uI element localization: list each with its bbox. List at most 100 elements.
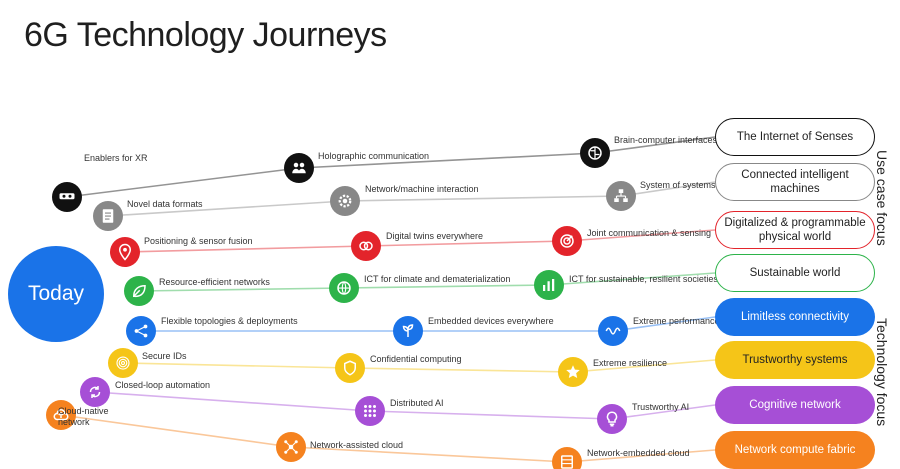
journey-connector	[349, 367, 574, 373]
loop-icon	[89, 386, 101, 398]
goal-pill: The Internet of Senses	[715, 118, 875, 156]
journey-node	[534, 270, 564, 300]
journey-connector	[124, 245, 367, 253]
globe-icon	[337, 281, 351, 295]
journey-node	[284, 153, 314, 183]
journey-node	[580, 138, 610, 168]
journey-connector	[594, 136, 716, 154]
journey-connector	[548, 272, 716, 286]
goal-pill: Connected intelligent machines	[715, 163, 875, 201]
hierarchy-icon	[614, 189, 628, 202]
journey-node-label: Secure IDs	[142, 351, 187, 361]
journey-node	[80, 377, 110, 407]
journey-connector	[66, 167, 300, 198]
journey-node-label: Flexible topologies & deployments	[161, 316, 298, 326]
journey-connector	[122, 362, 351, 369]
today-circle: Today	[8, 246, 104, 342]
journey-node	[558, 357, 588, 387]
goal-pill: Trustworthy systems	[715, 341, 875, 379]
document-icon	[102, 209, 114, 223]
journey-node	[52, 182, 82, 212]
journey-node	[552, 226, 582, 256]
journey-connector	[566, 449, 716, 463]
journey-connector	[572, 359, 716, 373]
page-title: 6G Technology Journeys	[24, 16, 387, 54]
journey-node-label: Network/machine interaction	[365, 184, 479, 194]
journey-connector	[620, 181, 716, 197]
journey-node	[329, 273, 359, 303]
journey-connector	[60, 414, 292, 448]
journey-node	[393, 316, 423, 346]
journey-node-label: Resource-efficient networks	[159, 277, 270, 287]
journey-node	[126, 316, 156, 346]
technology-focus-label: Technology focus	[874, 318, 890, 427]
journey-node-label: Novel data formats	[127, 199, 203, 209]
shield-icon	[344, 360, 356, 376]
lightbulb-icon	[606, 411, 618, 427]
fingerprint-icon	[116, 356, 130, 370]
journey-node	[330, 186, 360, 216]
journey-node	[93, 201, 123, 231]
people-icon	[292, 162, 306, 174]
journey-node-label: Digital twins everywhere	[386, 231, 484, 241]
journey-connector	[566, 229, 716, 242]
vr-goggles-icon	[59, 193, 75, 200]
goal-pill: Digitalized & programmable physical worl…	[715, 211, 875, 249]
grid-icon	[364, 405, 376, 417]
journey-connector	[365, 240, 568, 247]
journey-node	[335, 353, 365, 383]
journey-node-label: Network-embedded cloud	[587, 448, 690, 458]
wave-icon	[605, 327, 621, 335]
journey-node-label: Brain-computer interfaces	[614, 135, 718, 145]
journey-connector	[107, 200, 346, 217]
journey-node-label: Extreme resilience	[593, 358, 668, 368]
brain-icon	[588, 146, 602, 160]
journey-connector	[612, 316, 716, 332]
journey-node-label: Holographic communication	[318, 151, 430, 161]
journey-node-label: Trustworthy AI	[632, 402, 690, 412]
location-pin-icon	[118, 243, 132, 261]
journey-connector	[344, 195, 622, 202]
journey-node-label: Distributed AI	[390, 398, 444, 408]
goal-pill: Limitless connectivity	[715, 298, 875, 336]
journey-node-label: System of systems	[640, 180, 716, 190]
star-icon	[566, 365, 580, 378]
journey-node	[46, 400, 76, 430]
journey-connector	[611, 404, 716, 420]
journey-node-label: Confidential computing	[370, 354, 462, 364]
journey-connector	[369, 410, 613, 420]
goal-pill: Sustainable world	[715, 254, 875, 292]
journey-connector	[298, 152, 596, 169]
journey-node	[355, 396, 385, 426]
journey-node-label: Network-assisted cloud	[310, 440, 404, 450]
server-icon	[561, 455, 573, 469]
journey-node	[552, 447, 582, 469]
network-icon	[134, 324, 148, 338]
journey-node-label: Cloud-native network	[58, 406, 109, 427]
journey-node	[598, 316, 628, 346]
journey-connector	[138, 287, 345, 292]
journey-node-label: Enablers for XR	[84, 153, 148, 163]
cloud-upload-icon	[53, 409, 69, 421]
journey-node	[606, 181, 636, 211]
twin-icon	[359, 241, 373, 251]
journey-node-label: ICT for climate and dematerialization	[364, 274, 511, 284]
nodes-icon	[284, 440, 298, 454]
journey-connector	[94, 391, 371, 412]
radar-icon	[560, 234, 574, 248]
goal-pill: Cognitive network	[715, 386, 875, 424]
journey-node	[351, 231, 381, 261]
journey-node	[110, 237, 140, 267]
journey-connector	[343, 284, 550, 289]
journey-node-label: Positioning & sensor fusion	[144, 236, 253, 246]
goal-pill: Network compute fabric	[715, 431, 875, 469]
journey-node-label: Joint communication & sensing	[587, 228, 712, 238]
leaf-icon	[132, 284, 146, 298]
journey-node-label: ICT for sustainable, resilient societies	[569, 274, 718, 284]
use-case-focus-label: Use case focus	[874, 150, 890, 246]
journey-node-label: Extreme performance	[633, 316, 720, 326]
journey-node	[597, 404, 627, 434]
journey-node-label: Embedded devices everywhere	[428, 316, 554, 326]
journey-node	[276, 432, 306, 462]
